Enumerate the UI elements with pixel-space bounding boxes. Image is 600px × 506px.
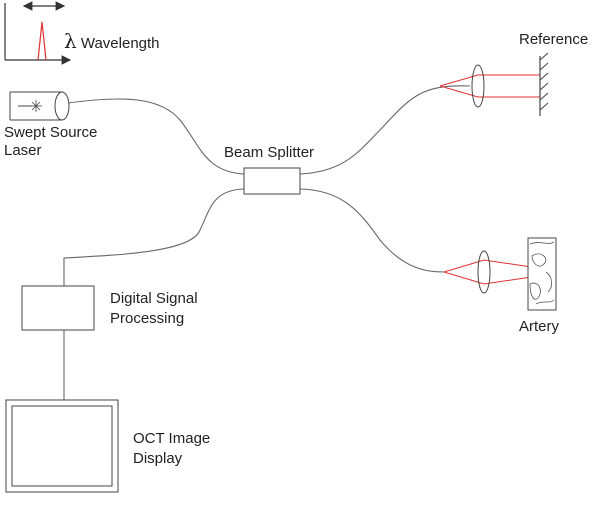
- reference-lens: [471, 64, 485, 108]
- spectral-peak: [37, 21, 47, 61]
- fiber-splitter-to-artery: [299, 188, 445, 273]
- lambda-symbol: λ: [64, 29, 77, 53]
- reference-label: Reference: [519, 31, 589, 48]
- sample-lens: [477, 250, 491, 294]
- display-label-line1: OCT Image: [133, 430, 211, 447]
- sample-arm: [443, 237, 557, 311]
- artery-tissue: [527, 237, 557, 311]
- laser-burst-icon: [30, 100, 42, 112]
- monitor-screen: [11, 405, 113, 487]
- beam-splitter-box: [243, 167, 301, 195]
- artery-texture: [529, 241, 555, 305]
- reference-beam: [439, 74, 540, 98]
- laser-source: [9, 91, 70, 121]
- fiber-splitter-to-reference: [299, 85, 471, 175]
- wavelength-label: λ Wavelength: [64, 29, 160, 53]
- beam-splitter-label: Beam Splitter: [224, 144, 315, 161]
- laser-label-line1: Swept Source: [4, 124, 98, 141]
- wavelength-text: Wavelength: [80, 35, 160, 52]
- fiber-laser-to-splitter: [67, 98, 245, 175]
- mirror-hatching: [539, 52, 549, 111]
- sample-beam: [443, 259, 539, 285]
- processing-label-line2: Processing: [110, 310, 185, 327]
- optical-fibers: [63, 85, 471, 400]
- oct-display-monitor: [5, 399, 119, 493]
- spectrum-inset: [4, 1, 72, 65]
- signal-processing-box: [21, 285, 95, 331]
- artery-label: Artery: [519, 318, 560, 335]
- laser-label-line2: Laser: [4, 142, 42, 159]
- processing-label-line1: Digital Signal: [110, 290, 198, 307]
- reference-arm: [439, 52, 549, 116]
- fiber-splitter-to-processing: [63, 188, 245, 286]
- display-label-line2: Display: [133, 450, 183, 467]
